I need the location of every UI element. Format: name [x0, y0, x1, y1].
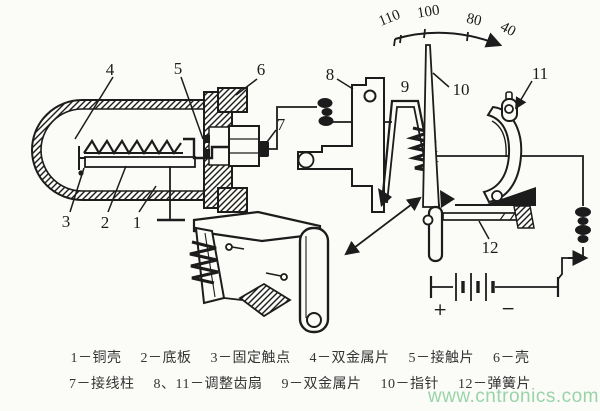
scale-label-80: 80 [465, 11, 483, 30]
terminal-post [228, 125, 269, 167]
part-label-10: 10 [453, 80, 470, 99]
legend-item: 4－双金属片 [309, 351, 390, 366]
detail-terminal-pins [225, 243, 288, 281]
legend-item: 3－固定触点 [210, 351, 291, 366]
legend-item: 5－接触片 [408, 351, 474, 366]
wire-coil-to-insulator [429, 155, 584, 206]
adjustment-sector-right [455, 91, 536, 206]
wiring [266, 106, 589, 280]
wire-insulator-to-battery [557, 247, 584, 280]
pivot-hook [422, 214, 434, 226]
part-label-9: 9 [401, 77, 410, 96]
legend-line-1: 1－铜壳 2－底板 3－固定触点 4－双金属片 5－接触片 6－壳 [0, 346, 600, 372]
detail-strip-hole [306, 312, 322, 328]
part-label-5: 5 [174, 59, 183, 78]
legend-item: 10－指针 [380, 377, 439, 392]
sensor-bimetal-strip [83, 138, 183, 156]
detail-foot [238, 282, 292, 318]
legend-item: 7－接线柱 [69, 377, 135, 392]
part-label-3: 3 [62, 212, 71, 231]
sector-boss [297, 151, 315, 169]
ground-symbol [157, 166, 185, 222]
pivot-hole [363, 89, 377, 103]
part-label-2: 2 [101, 213, 110, 232]
scale-label-110: 110 [376, 7, 402, 30]
battery-plus-label: + [433, 300, 447, 320]
contact-piece [183, 137, 229, 160]
part-label-4: 4 [106, 60, 115, 79]
legend-item: 1－铜壳 [70, 351, 122, 366]
detail-reference-arrow [344, 196, 422, 256]
spring-piece [442, 205, 535, 229]
base-plate [84, 156, 196, 168]
part-label-7: 7 [277, 115, 286, 134]
part-label-12: 12 [482, 238, 499, 257]
legend-item: 2－底板 [140, 351, 192, 366]
legend-line-2: 7－接线柱 8、11－调整齿扇 9－双金属片 10－指针 12－弹簧片 [0, 372, 600, 398]
adjustment-sector-left [297, 77, 385, 213]
scale-label-40: 40 [498, 19, 519, 40]
needle-pivot-arm [427, 205, 444, 263]
legend-item: 6－壳 [493, 351, 530, 366]
detail-heating-coil [189, 240, 219, 285]
bulb-leader-lines [69, 76, 277, 213]
legend: 1－铜壳 2－底板 3－固定触点 4－双金属片 5－接触片 6－壳 7－接线柱 … [0, 346, 600, 398]
battery-minus-label: − [501, 299, 515, 319]
part-label-6: 6 [257, 60, 266, 79]
scale-label-100: 100 [416, 2, 441, 21]
shell-inner-wall [40, 108, 227, 192]
dial-scale: 110 100 80 40 [376, 2, 519, 48]
mechanism-leader-lines [336, 72, 533, 240]
part-label-11: 11 [532, 64, 548, 83]
insulator-right [575, 207, 591, 243]
bimetal-detail-view [189, 210, 330, 334]
legend-item: 12－弹簧片 [457, 377, 531, 392]
battery [429, 273, 560, 301]
part-label-1: 1 [133, 213, 142, 232]
clamp-right [440, 190, 455, 208]
washer-top [203, 135, 210, 143]
legend-item: 9－双金属片 [281, 377, 362, 392]
insulator-left [317, 98, 334, 126]
washer-bottom [203, 149, 210, 157]
sensor-bulb [31, 87, 269, 222]
engine-temperature-gauge-diagram: + − [31, 2, 591, 334]
part-label-8: 8 [326, 65, 335, 84]
detail-strip [298, 226, 330, 334]
legend-item: 8、11－调整齿扇 [153, 377, 263, 392]
pointer-needle [422, 44, 444, 263]
wire-terminal-to-insulator [266, 106, 317, 150]
